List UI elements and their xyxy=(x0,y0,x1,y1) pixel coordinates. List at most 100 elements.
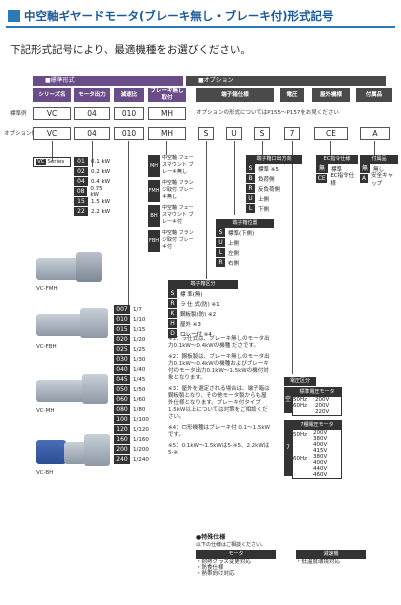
terminal-type-title: 端子箱区分 xyxy=(168,280,238,289)
connector xyxy=(52,141,53,161)
motor-label-fmh: VC-FMH xyxy=(36,286,58,292)
ex-ratio: 010 xyxy=(114,107,144,120)
connector xyxy=(330,141,331,155)
terminal-dir-item-code: R xyxy=(246,184,255,193)
output-item-text: 0.1 kW xyxy=(91,158,111,165)
ratio-item-text: 1/240 xyxy=(133,456,149,463)
motor-label-fbh: VC-FBH xyxy=(36,344,57,350)
motor-image-mh xyxy=(36,372,112,406)
output-item-code: 02 xyxy=(74,167,88,176)
terminal-type-item-text: ロレー付 ※4 xyxy=(180,331,212,338)
terminal-type-item-text: ラ 仕 式(防) ※1 xyxy=(180,301,220,308)
note-item: ※2：鋼板製は、ブレーキ無しのモータ出力0.1kW〜0.4kWの機種およびブレー… xyxy=(168,354,270,381)
ex-brake: MH xyxy=(148,107,186,120)
ratio-item-text: 1/160 xyxy=(133,436,149,443)
ratio-item-code: 025 xyxy=(114,345,130,354)
terminal-type-item-text: 標 準(無) xyxy=(180,291,203,298)
ratio-item-code: 160 xyxy=(114,435,130,444)
special-motor-item: ・熱帯向け対応 xyxy=(196,571,235,577)
terminal-pos-item-text: 標準(下側) xyxy=(228,230,255,237)
mount-code: FMH xyxy=(148,180,160,202)
col-voltage: 電圧 xyxy=(280,88,304,102)
output-item-text: 0.75 kW xyxy=(90,185,103,198)
ex-output: 04 xyxy=(74,107,110,120)
opt-o1: S xyxy=(198,127,214,140)
connector xyxy=(166,141,167,155)
ratio-item-text: 1/50 xyxy=(133,386,146,393)
output-item-text: 0.2 kW xyxy=(91,168,111,175)
voltage-title: 電圧区分 xyxy=(284,377,316,386)
ratio-item-code: 010 xyxy=(114,315,130,324)
terminal-dir-item-text: 標準 ※5 xyxy=(258,166,279,173)
page-title: 中空軸ギヤードモータ(ブレーキ無し・ブレーキ付)形式記号 xyxy=(6,6,395,28)
opt-o5: CE xyxy=(314,127,348,140)
col-terminal: 端子箱仕様 xyxy=(196,88,274,102)
title-square-icon xyxy=(8,10,20,22)
output-item-text: 1.5 kW xyxy=(91,198,111,205)
connector xyxy=(128,141,129,306)
acc-item: 無無し xyxy=(360,164,398,173)
series-box: VC Series xyxy=(33,157,71,167)
v7-50-value: 200V xyxy=(313,430,328,436)
terminal-type-item-code: R xyxy=(168,299,177,308)
v7-60-value: 460V xyxy=(313,472,328,478)
example-label: 標準例 xyxy=(10,111,27,117)
ratio-item-text: 1/45 xyxy=(133,376,146,383)
terminal-dir-item-text: 負荷側 xyxy=(258,176,275,183)
terminal-type-item-text: 鋼板製(防) ※2 xyxy=(180,311,217,318)
connector xyxy=(92,141,93,167)
connector xyxy=(262,141,263,155)
ratio-item-code: 045 xyxy=(114,375,130,384)
ratio-item-text: 1/7 xyxy=(133,306,142,313)
ratio-item-text: 1/100 xyxy=(133,416,149,423)
v7-50-value: 415V xyxy=(313,448,328,454)
terminal-pos-title: 端子箱位置 xyxy=(216,219,274,228)
terminal-pos-item-code: S xyxy=(216,228,225,237)
v7-60-value: 380V xyxy=(313,454,328,460)
output-item-code: 01 xyxy=(74,157,88,166)
terminal-pos-item-code: R xyxy=(216,258,225,267)
note-item: ※3：屋外を選定される場合は、端子箱は鋼板製となり、その他モータ製からも屋外仕様… xyxy=(168,386,270,420)
ce-title: EC指令仕様 xyxy=(316,155,358,164)
mount-text: 中空軸 フェースマウント ブレーキ付 xyxy=(162,205,194,225)
special-reducer-item: ・低温度環境対応 xyxy=(296,559,341,565)
std-voltage-value: 200V xyxy=(315,397,330,403)
ratio-item-text: 1/10 xyxy=(133,316,146,323)
ratio-item-code: 060 xyxy=(114,395,130,404)
acc-item-text: 安全キャップ xyxy=(371,172,394,187)
ratio-item-code: 200 xyxy=(114,445,130,454)
ratio-item-text: 1/60 xyxy=(133,396,146,403)
standard-bar: ■標準形式 xyxy=(33,76,183,86)
col-output: モータ出力 xyxy=(74,88,110,102)
ratio-item-code: 050 xyxy=(114,385,130,394)
terminal-type-item-text: 屋外 ※3 xyxy=(180,321,201,328)
ratio-item-text: 1/30 xyxy=(133,356,146,363)
ce-item-text: 標準 xyxy=(331,166,343,173)
ratio-item-text: 1/40 xyxy=(133,366,146,373)
mount-text: 中空軸 フェースマウント ブレーキ無し xyxy=(162,155,194,175)
output-item-code: 04 xyxy=(74,177,88,186)
